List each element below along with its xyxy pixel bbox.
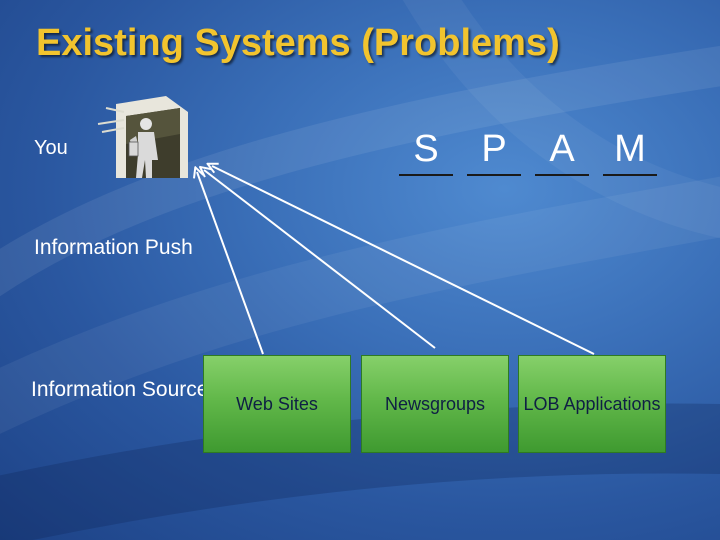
person-doorway-icon: [97, 96, 188, 178]
information-sources-label: Information Sources: [31, 378, 219, 401]
source-box-web-sites: Web Sites: [203, 355, 351, 453]
spam-underline: [399, 174, 453, 176]
source-label: Web Sites: [236, 393, 318, 414]
spam-underline: [467, 174, 521, 176]
source-box-newsgroups: Newsgroups: [361, 355, 509, 453]
spam-underline: [535, 174, 589, 176]
spam-letter: M: [614, 128, 646, 170]
spam-letter: S: [413, 128, 439, 170]
information-push-label: Information Push: [34, 236, 193, 259]
spam-underline: [603, 174, 657, 176]
source-box-lob-applications: LOB Applications: [518, 355, 666, 453]
spam-letter: A: [549, 128, 575, 170]
you-label: You: [34, 137, 68, 159]
source-label: LOB Applications: [523, 393, 661, 414]
spam-letter: P: [481, 128, 507, 170]
page-title: Existing Systems (Problems): [36, 22, 560, 64]
source-label: Newsgroups: [384, 393, 486, 414]
